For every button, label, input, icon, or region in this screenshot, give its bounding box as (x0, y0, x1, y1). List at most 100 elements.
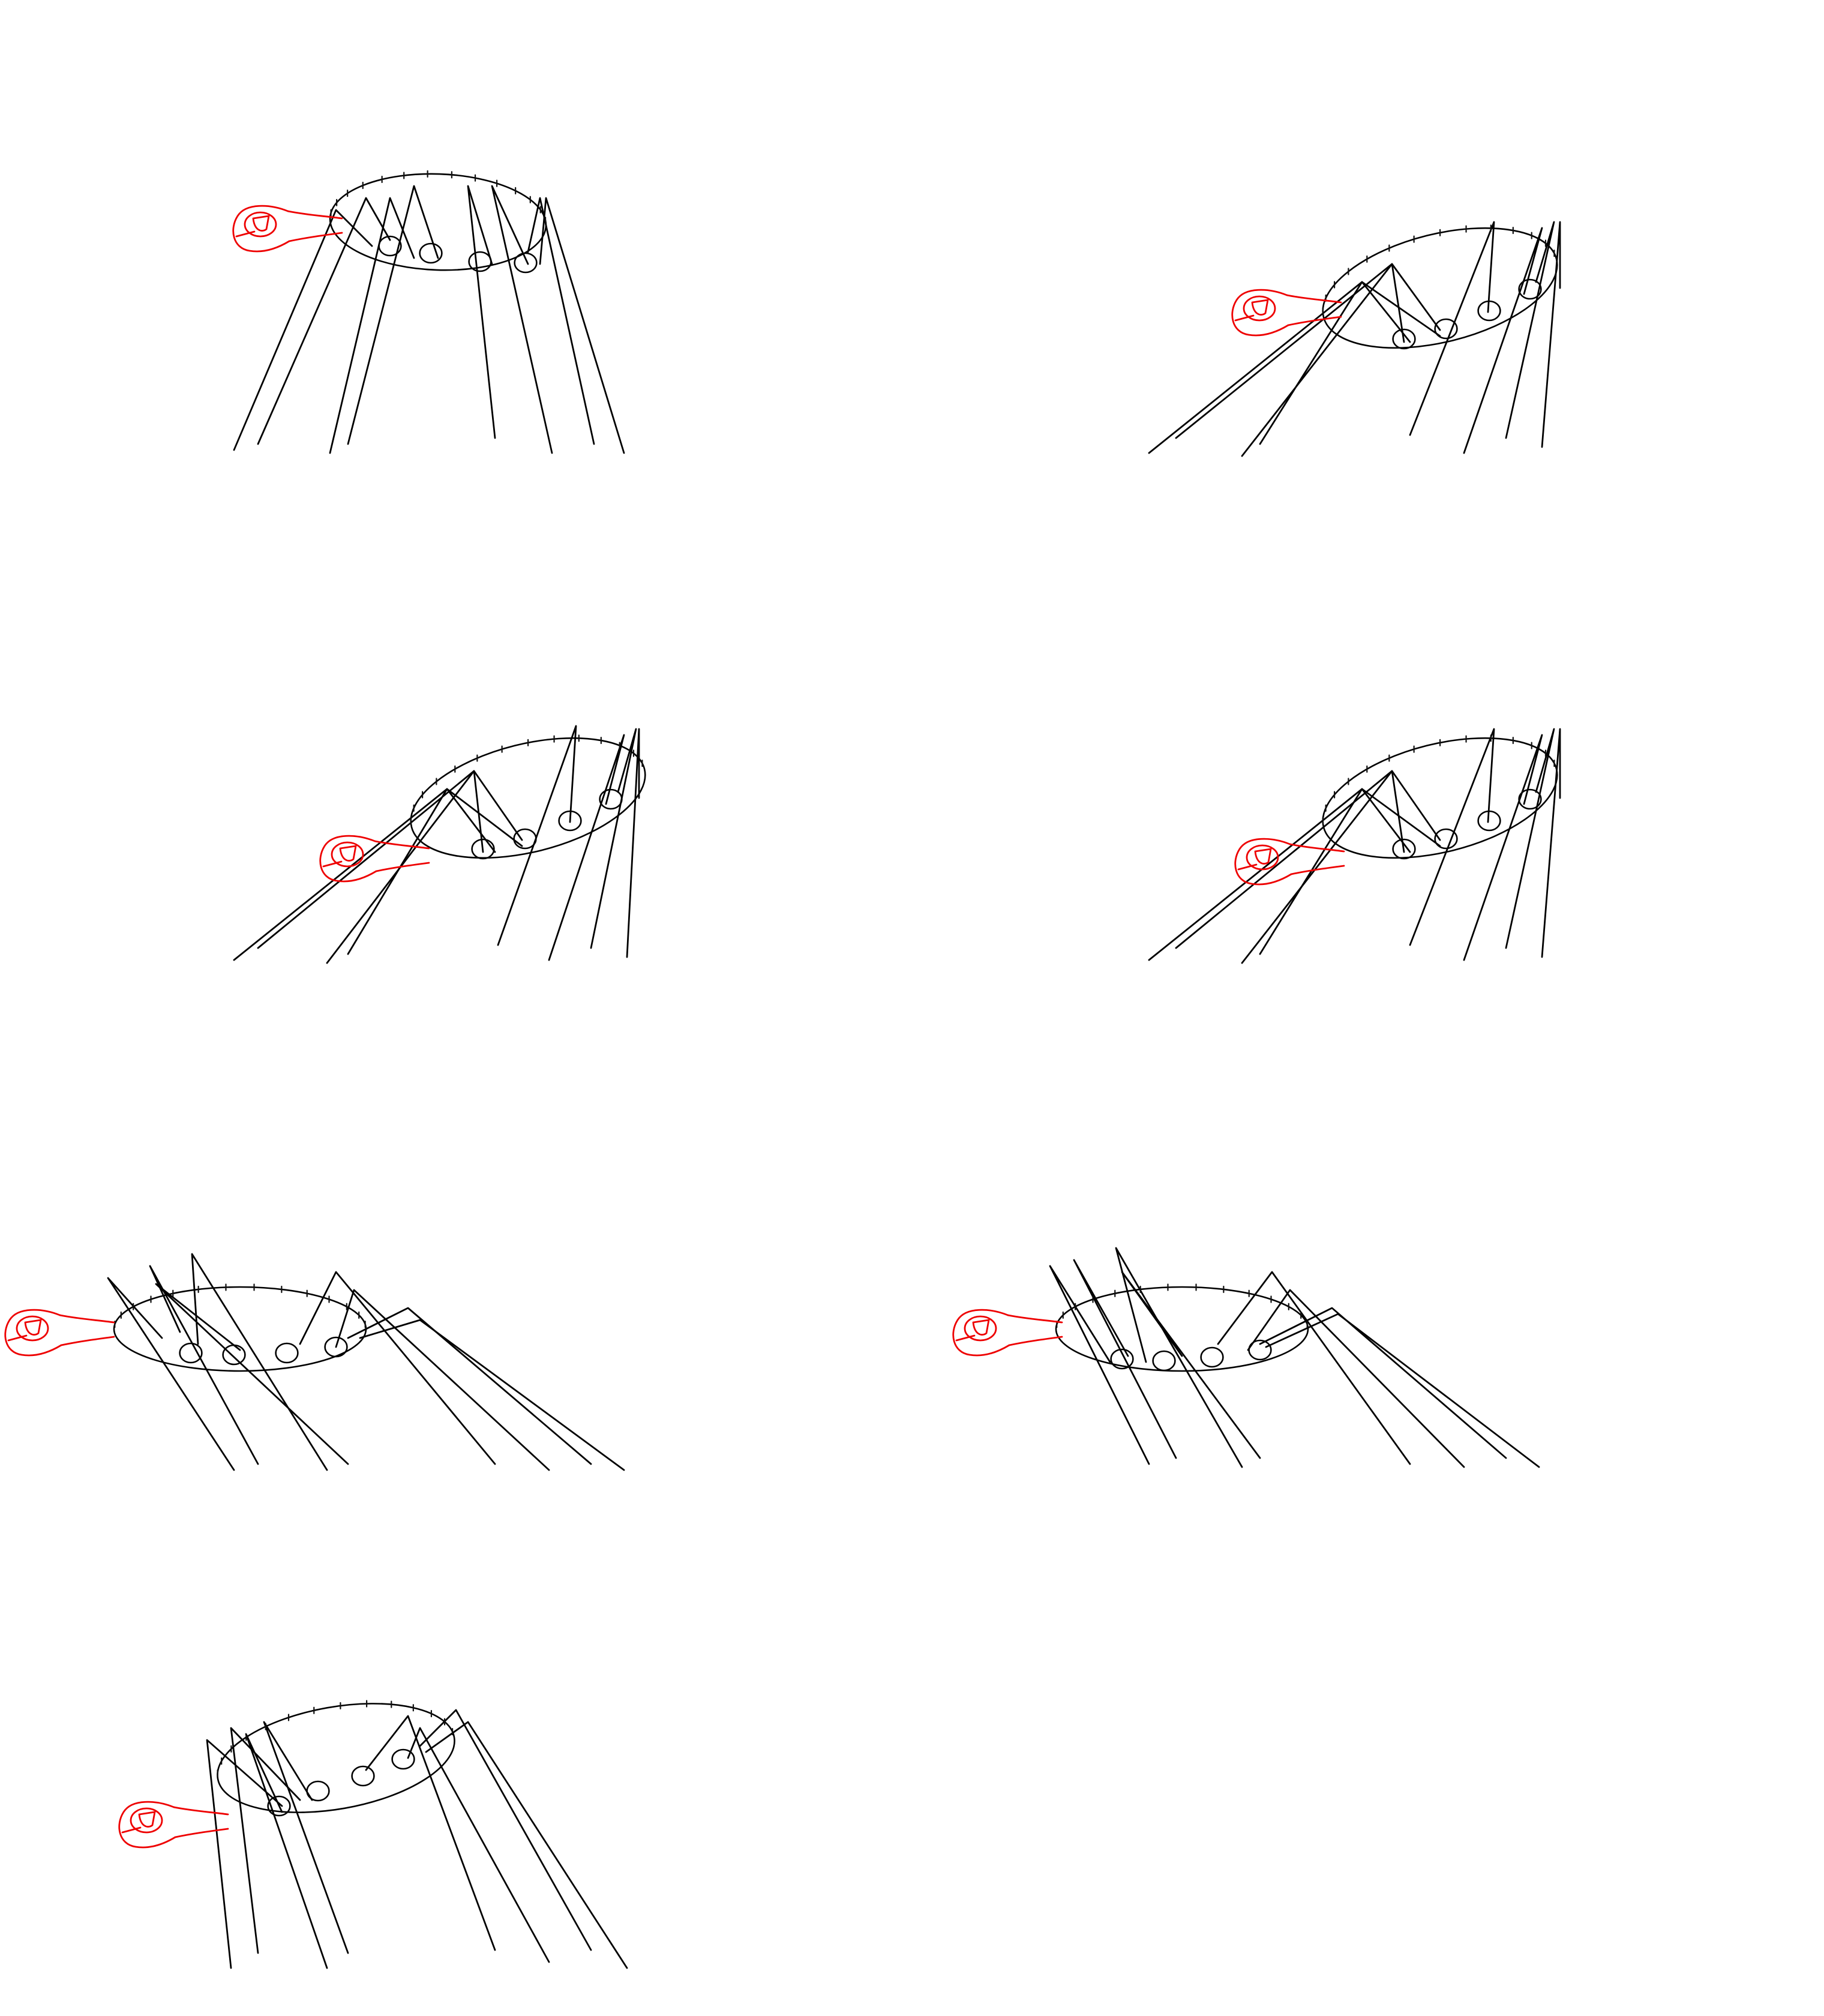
foot-loop (513, 828, 537, 850)
leg (257, 770, 523, 949)
leg (539, 197, 625, 454)
leg (467, 185, 496, 439)
foot-loop (324, 1336, 348, 1358)
leg (548, 734, 625, 961)
shell-outline (1322, 737, 1558, 859)
head-outline (232, 205, 290, 253)
leg (491, 185, 553, 454)
leg (497, 725, 577, 946)
leg (626, 728, 640, 958)
leg (1409, 221, 1495, 436)
head-outline (1234, 838, 1292, 886)
neck-upper (173, 1806, 229, 1816)
leg (1115, 1247, 1243, 1468)
eye-inner (24, 1319, 42, 1336)
foot-loop (1518, 278, 1542, 300)
figure-3 (233, 725, 646, 964)
foot-loop (1392, 838, 1416, 860)
leg (359, 1319, 625, 1471)
foot-loop (1518, 788, 1542, 810)
foot-loop (1152, 1350, 1176, 1372)
leg (1463, 734, 1543, 961)
leg (1259, 788, 1441, 955)
leg (590, 728, 637, 949)
foot-loop (1434, 828, 1458, 850)
leg (335, 1289, 550, 1471)
foot-loop (419, 242, 443, 264)
leg (233, 788, 496, 961)
mouth (7, 1334, 28, 1342)
leg (1175, 263, 1441, 439)
leg (1505, 221, 1555, 439)
figure-7 (118, 1700, 628, 1969)
shell-outline (1322, 227, 1558, 349)
foot-loop (1200, 1346, 1224, 1368)
eye-outer (130, 1807, 163, 1834)
shell-outline (1055, 1286, 1309, 1372)
leg (1217, 1271, 1411, 1465)
leg (1241, 263, 1405, 457)
leg (1073, 1259, 1177, 1459)
leg (1541, 221, 1561, 448)
figure-6 (952, 1247, 1540, 1468)
leg (407, 1727, 550, 1963)
mouth (955, 1334, 976, 1342)
head-outline (1231, 289, 1289, 337)
foot-loop (1248, 1339, 1272, 1361)
leg (1463, 227, 1543, 454)
neck-lower (375, 862, 430, 872)
foot-loop (179, 1342, 203, 1364)
leg (1049, 1265, 1150, 1465)
eye-outer (16, 1315, 49, 1342)
eye-outer (964, 1315, 997, 1342)
mouth (322, 860, 343, 868)
leg (191, 1253, 328, 1471)
foot-loop (378, 235, 402, 257)
leg (1259, 1307, 1507, 1459)
leg (1121, 1271, 1261, 1459)
eye-outer (331, 841, 364, 868)
foot-loop (1434, 318, 1458, 340)
leg (1175, 770, 1441, 949)
foot-loop (1477, 810, 1501, 832)
foot-loop (599, 788, 623, 810)
mouth (121, 1826, 142, 1834)
figure-1 (232, 170, 625, 454)
neck-upper (374, 840, 430, 850)
leg (347, 788, 523, 955)
eye-inner (138, 1811, 156, 1828)
leg (257, 197, 391, 445)
figure-5 (4, 1253, 625, 1471)
leg (329, 197, 415, 454)
eye-outer (1243, 295, 1276, 322)
leg (365, 1715, 496, 1951)
figure-4 (1148, 728, 1561, 964)
foot-loop (391, 1748, 415, 1770)
neck-lower (1008, 1336, 1063, 1346)
leg (245, 1733, 328, 1969)
shell-outline (217, 1703, 455, 1813)
neck-upper (287, 210, 343, 220)
leg (1505, 728, 1555, 949)
eye-inner (252, 215, 270, 232)
shell-outline (329, 173, 547, 271)
foot-loop (1477, 300, 1501, 322)
neck-lower (1290, 865, 1345, 875)
foot-loop (275, 1342, 299, 1364)
neck-upper (59, 1314, 115, 1324)
leg (527, 197, 595, 445)
leg (1265, 1313, 1540, 1468)
eye-outer (1246, 844, 1279, 871)
leg (419, 1709, 592, 1951)
eye-inner (1251, 299, 1269, 316)
neck-lower (174, 1828, 229, 1838)
neck-lower (1287, 316, 1342, 326)
leg (155, 1283, 349, 1465)
foot-loop (306, 1780, 330, 1802)
foot-loop (1110, 1348, 1134, 1370)
leg (326, 770, 484, 964)
figure-2 (1148, 221, 1561, 457)
foot-loop (468, 251, 492, 272)
leg (1541, 728, 1561, 958)
shell-outline (410, 737, 646, 859)
